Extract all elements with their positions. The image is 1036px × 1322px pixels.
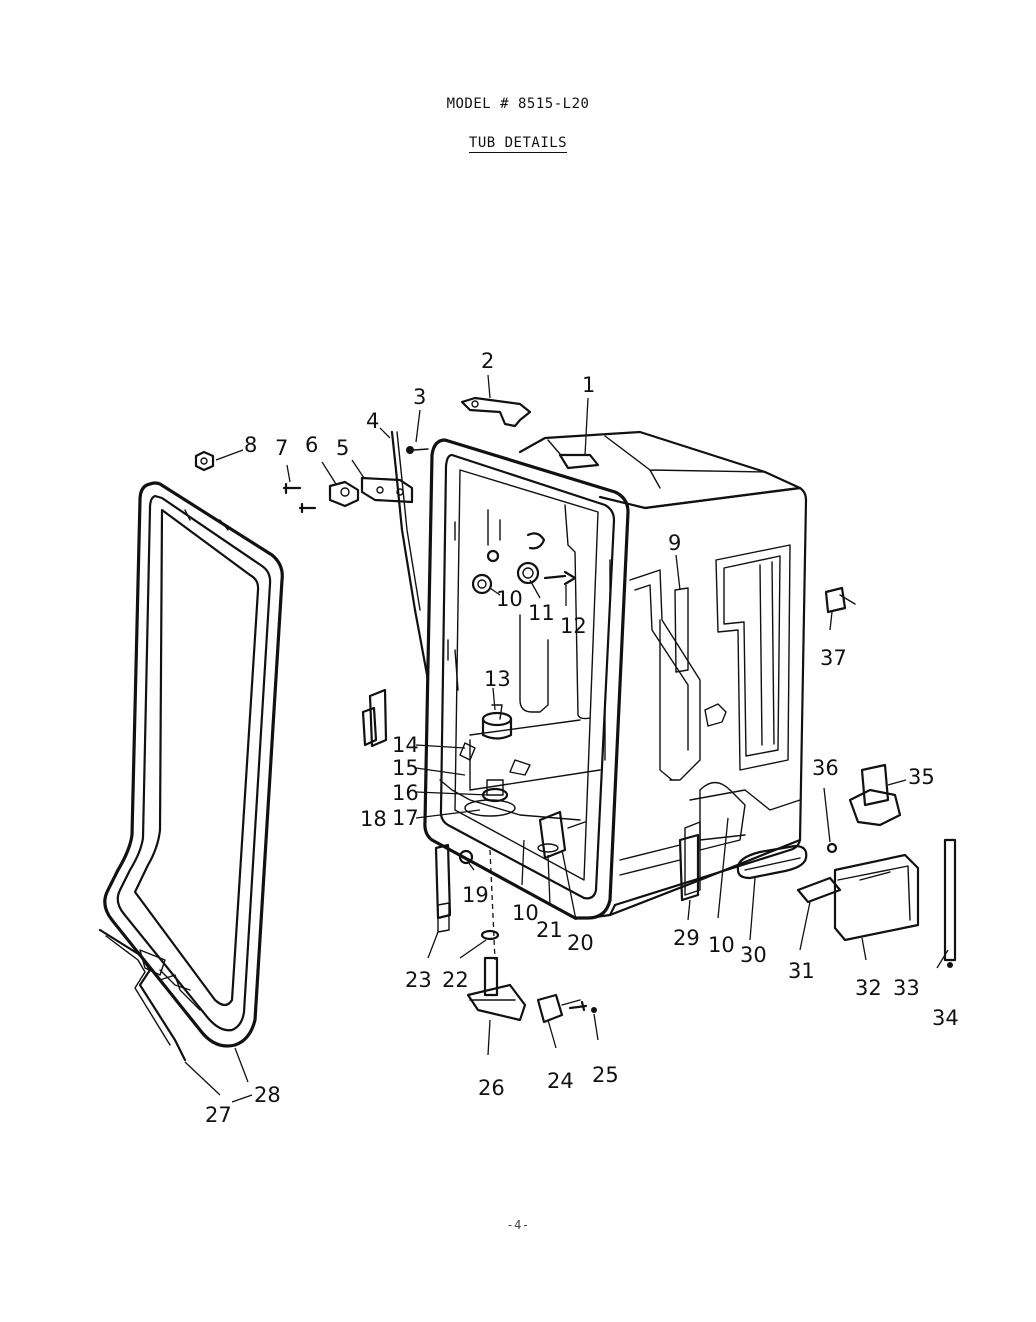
callout-1: 1 (582, 373, 595, 397)
callout-34: 34 (932, 1006, 959, 1030)
callout-25: 25 (592, 1063, 619, 1087)
callout-7: 7 (275, 436, 288, 460)
callout-30: 30 (740, 943, 767, 967)
callout-10-lower: 10 (512, 901, 539, 925)
callout-24: 24 (547, 1069, 574, 1093)
callout-13: 13 (484, 667, 511, 691)
callout-23: 23 (405, 968, 432, 992)
callout-18: 18 (360, 807, 387, 831)
callout-labels: 2 1 3 4 5 6 7 8 9 10 11 12 13 14 15 16 1… (205, 349, 959, 1127)
callout-14: 14 (392, 733, 419, 757)
hardware-parts (194, 396, 957, 1024)
leader-lines (184, 374, 949, 1103)
diagram-title: TUB DETAILS (0, 135, 1036, 153)
callout-33: 33 (893, 976, 920, 1000)
callout-5: 5 (336, 436, 349, 460)
model-number-heading: MODEL # 8515-L20 (446, 96, 590, 112)
callout-26: 26 (478, 1076, 505, 1100)
callout-17: 17 (392, 806, 419, 830)
callout-36: 36 (812, 756, 839, 780)
callout-22: 22 (442, 968, 469, 992)
callout-8: 8 (244, 433, 257, 457)
callout-10-right: 10 (708, 933, 735, 957)
callout-12: 12 (560, 614, 587, 638)
callout-1-2: 2 (481, 349, 494, 373)
callout-28: 28 (254, 1083, 281, 1107)
callout-3: 3 (413, 385, 426, 409)
callout-11: 11 (528, 601, 555, 625)
callout-27: 27 (205, 1103, 232, 1127)
callout-31: 31 (788, 959, 815, 983)
callout-19: 19 (462, 883, 489, 907)
diagram-title-text: TUB DETAILS (468, 135, 568, 153)
callout-9: 9 (668, 531, 681, 555)
callout-10-upper: 10 (496, 587, 523, 611)
callout-16: 16 (392, 781, 419, 805)
callout-4: 4 (366, 409, 379, 433)
callout-15: 15 (392, 756, 419, 780)
page-number: -4- (506, 1218, 530, 1232)
callout-21: 21 (536, 918, 563, 942)
door-gasket (98, 481, 284, 1062)
callout-32: 32 (855, 976, 882, 1000)
callout-37: 37 (820, 646, 847, 670)
callout-29: 29 (673, 926, 700, 950)
tub-body (423, 430, 808, 920)
callout-6: 6 (305, 433, 318, 457)
callout-35: 35 (908, 765, 935, 789)
callout-20: 20 (567, 931, 594, 955)
